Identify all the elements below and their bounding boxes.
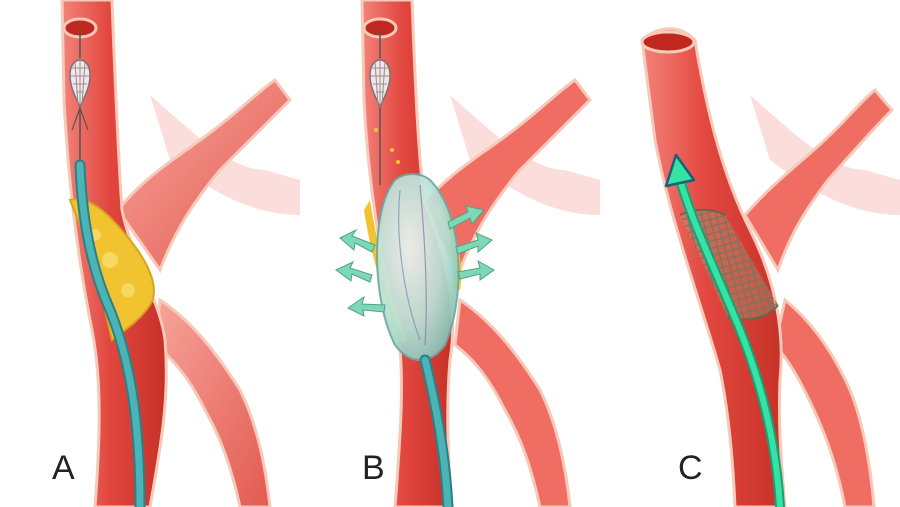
faded-branch xyxy=(750,95,900,215)
catheter xyxy=(76,161,144,507)
plaque-compressed xyxy=(364,200,408,345)
panel-b: B xyxy=(300,0,600,507)
artery-opening xyxy=(640,30,696,54)
lower-branch xyxy=(453,297,572,507)
external-carotid-branch xyxy=(743,87,895,274)
panel-label-b: B xyxy=(362,449,385,487)
lower-branch xyxy=(773,297,876,507)
artery-illustration-a xyxy=(60,0,300,507)
filter-basket-icon xyxy=(369,58,391,109)
arrow-up-icon xyxy=(664,153,696,188)
artery-illustration-c xyxy=(640,27,900,507)
catheter xyxy=(421,356,452,507)
expansion-arrow-icon xyxy=(335,228,386,317)
artery-illustration-b xyxy=(335,0,600,507)
faded-branch xyxy=(450,95,600,215)
panel-c: C xyxy=(600,0,900,507)
delivery-catheter xyxy=(677,177,783,507)
inflated-balloon xyxy=(376,173,460,361)
panel-label-a: A xyxy=(52,449,75,487)
plaque-nodule xyxy=(102,252,118,268)
faded-branch xyxy=(150,95,300,215)
panel-a: A xyxy=(0,0,300,507)
external-carotid-branch xyxy=(116,77,292,274)
expansion-arrow-icon xyxy=(447,205,495,281)
lower-branch xyxy=(153,297,272,507)
plaque-nodule xyxy=(121,283,135,297)
panel-label-c: C xyxy=(678,449,703,487)
filter-basket-icon xyxy=(69,58,91,109)
